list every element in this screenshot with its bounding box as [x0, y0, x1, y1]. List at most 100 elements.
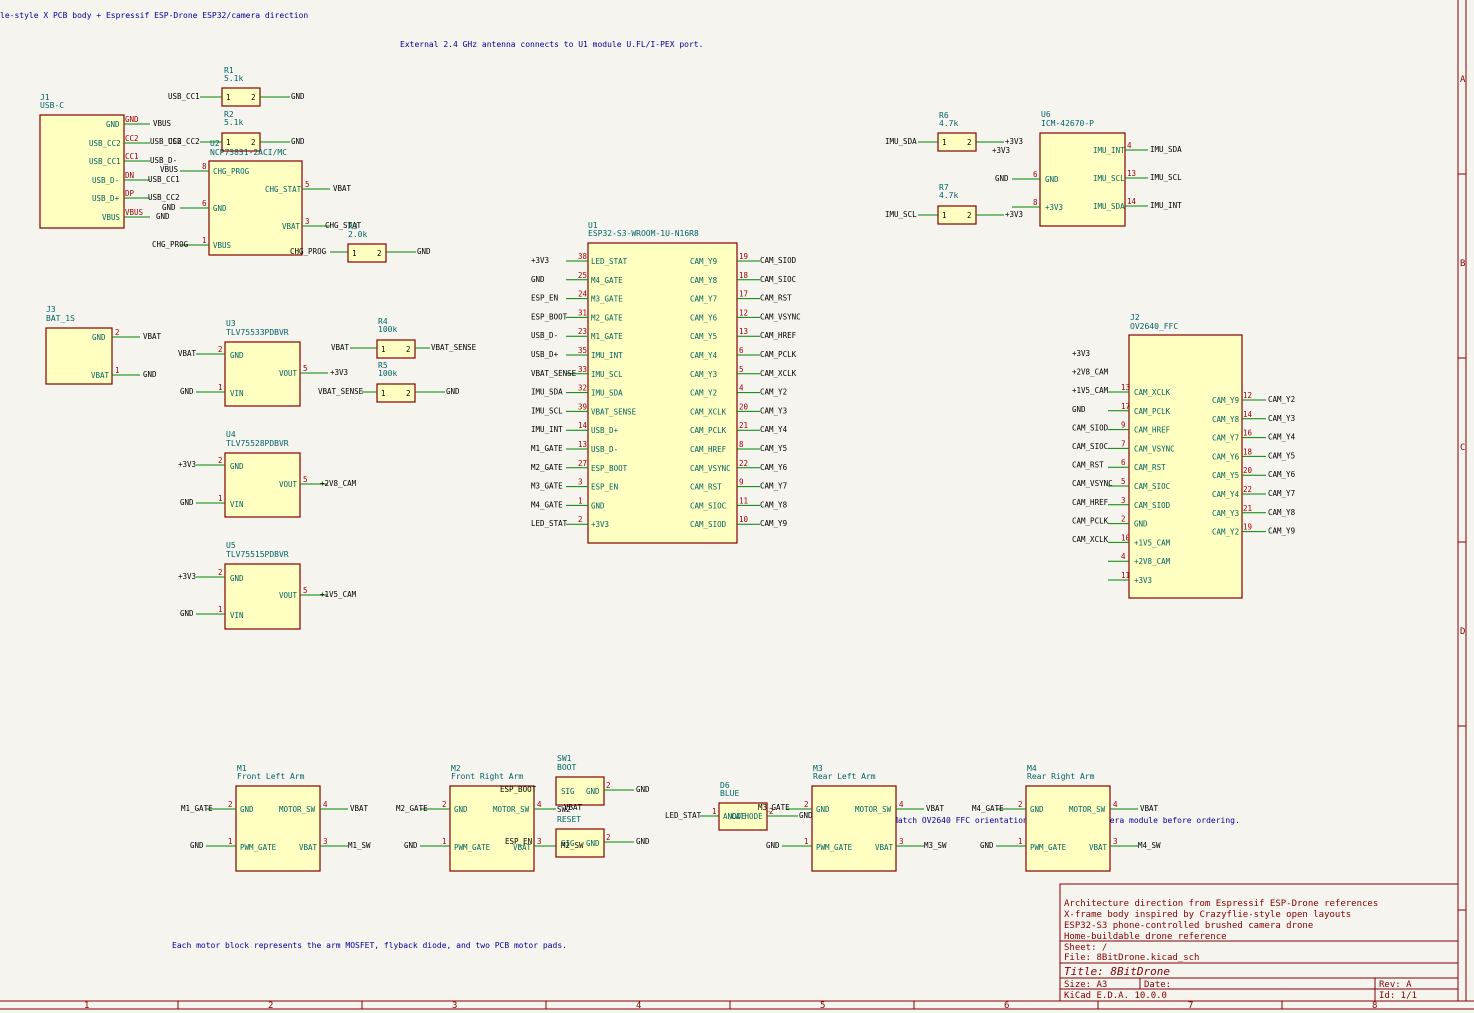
- net-label: CAM_VSYNC: [760, 312, 801, 321]
- pin-name: CAM_PCLK: [1134, 407, 1171, 416]
- resistor-r3[interactable]: R3 2.0k 1 2 CHG_PROG GND: [290, 222, 431, 263]
- connector-j1[interactable]: J1 USB-C GND USB_CC2 USB_CC1 USB_D- USB_…: [39, 93, 182, 229]
- pin-name: VBAT: [513, 843, 532, 852]
- regulator-u5[interactable]: U5 TLV75515PDBVR GND VIN 2 1 +3V3 GND VO…: [178, 541, 357, 630]
- pin-number: 1: [115, 366, 120, 375]
- net-label: CAM_HREF: [760, 331, 797, 340]
- resistor-r6[interactable]: R6 4.7k 1 2 IMU_SDA +3V3 +3V3: [885, 111, 1023, 155]
- switch-sw1-boot[interactable]: SW1 BOOT SIG GND 2 GND VBAT: [555, 754, 650, 812]
- part-body: [555, 828, 605, 858]
- regulator-u3[interactable]: U3 TLV75533PDBVR GND VIN 2 1 VBAT GND VO…: [178, 319, 348, 407]
- pin-number: 1: [228, 837, 233, 846]
- net-label: CAM_Y5: [760, 444, 787, 453]
- pin-name: IMU_SCL: [591, 370, 623, 379]
- frame-col-label: 3: [452, 1001, 457, 1011]
- pin-number: 14: [1243, 410, 1253, 419]
- pin-number: 17: [739, 290, 748, 299]
- part-body: [45, 327, 113, 385]
- pin-name: GND: [1134, 520, 1148, 529]
- part-body: [555, 776, 605, 806]
- connector-j3-battery[interactable]: J3 BAT_1S GND VBAT 2 1 VBAT GND: [45, 305, 162, 385]
- part-body: [376, 339, 416, 359]
- net-label: CAM_PCLK: [1072, 516, 1109, 525]
- net-label: M3_SW: [924, 841, 947, 850]
- pin-number: 14: [1127, 197, 1137, 206]
- pin-number: 1: [942, 211, 947, 220]
- tool-version: KiCad E.D.A. 10.0.0: [1064, 991, 1167, 1001]
- pin-number: 27: [578, 459, 587, 468]
- resistor-r7[interactable]: R7 4.7k 1 2 IMU_SCL +3V3: [885, 183, 1023, 225]
- resistor-r2[interactable]: R2 5.1k 1 2 USB_CC2 GND: [168, 110, 305, 152]
- net-label: USB_CC1: [148, 175, 180, 184]
- pin-number: 22: [739, 459, 748, 468]
- pin-name: GND: [213, 204, 227, 213]
- pin-name: M3_GATE: [591, 295, 623, 304]
- regulator-u4[interactable]: U4 TLV75528PDBVR GND VIN 2 1 +3V3 GND VO…: [178, 430, 357, 518]
- frame-row-label: A: [1460, 75, 1466, 85]
- resistor-r1[interactable]: R1 5.1k 1 2 USB_CC1 GND: [168, 66, 305, 107]
- net-label: +1V5_CAM: [1072, 386, 1109, 395]
- motor-block-m4[interactable]: M4 Rear Right Arm GND PWM_GATE MOTOR_SW …: [972, 764, 1161, 872]
- net-label: VBAT: [178, 349, 197, 358]
- connector-j2-camera[interactable]: J2 OV2640_FFC CAM_XCLK13CAM_PCLK17CAM_HR…: [1072, 313, 1296, 599]
- pin-name: CAM_Y9: [1212, 396, 1239, 405]
- sheet-id: Id: 1/1: [1379, 991, 1417, 1001]
- net-label: USB_CC2: [150, 137, 182, 146]
- ref-designator: U1: [588, 221, 598, 230]
- pin-number: 3: [899, 837, 904, 846]
- net-label: CAM_Y2: [1268, 395, 1295, 404]
- mcu-u1-esp32[interactable]: U1 ESP32-S3-WROOM-1U-N16R8 LED_STAT38+3V…: [531, 221, 801, 544]
- net-label: IMU_SDA: [531, 388, 563, 397]
- net-label: GND: [404, 841, 418, 850]
- pin-number: 2: [606, 781, 611, 790]
- net-label: +3V3: [178, 460, 196, 469]
- pin-name: IMU_INT: [1093, 146, 1125, 155]
- pin-number: 3: [1121, 496, 1126, 505]
- part-value: 5.1k: [224, 74, 243, 83]
- net-label: M1_GATE: [531, 444, 563, 453]
- title-block-line: Architecture direction from Espressif ES…: [1064, 899, 1378, 909]
- pin-number: 4: [1113, 800, 1118, 809]
- pin-name: VOUT: [279, 591, 298, 600]
- part-value: NCP73831-2ACI/MC: [210, 148, 287, 157]
- pin-name: VBAT: [299, 843, 318, 852]
- net-label: +3V3: [531, 256, 549, 265]
- motor-block-m2[interactable]: M2 Front Right Arm GND PWM_GATE MOTOR_SW…: [396, 764, 556, 872]
- motor-block-m3[interactable]: M3 Rear Left Arm GND PWM_GATE MOTOR_SW V…: [766, 764, 947, 872]
- net-label: +1V5_CAM: [320, 590, 357, 599]
- pin-number: CC1: [125, 152, 139, 161]
- part-value: Front Right Arm: [451, 772, 523, 781]
- sensor-u6-imu[interactable]: U6 ICM-42670-P GND +3V3 6 8 GND IMU_INT …: [995, 110, 1182, 227]
- net-label: GND: [766, 841, 780, 850]
- part-value: 4.7k: [939, 119, 958, 128]
- pin-name: CAM_Y5: [690, 332, 717, 341]
- ic-u2-charger[interactable]: U2 NCP73831-2ACI/MC CHG_PROG GND VBUS 8 …: [152, 139, 362, 256]
- net-label: CAM_Y5: [1268, 451, 1295, 460]
- pin-number: 13: [739, 327, 748, 336]
- part-value: OV2640_FFC: [1130, 322, 1178, 331]
- pin-number: DN: [125, 171, 134, 180]
- resistor-r4[interactable]: R4 100k 1 2 VBAT VBAT_SENSE: [331, 317, 477, 359]
- switch-sw2-reset[interactable]: SW2 RESET SIG GND 2 GND M2_SW: [555, 805, 650, 858]
- net-label: +3V3: [1005, 137, 1023, 146]
- frame-col-label: 1: [84, 1001, 89, 1011]
- pin-name: CATHODE: [731, 812, 763, 821]
- pin-name: M4_GATE: [591, 276, 623, 285]
- pin-name: GND: [240, 805, 254, 814]
- part-body: [1025, 785, 1111, 872]
- net-label: IMU_SCL: [1150, 173, 1182, 182]
- pin-name: GND: [591, 501, 605, 510]
- led-d6[interactable]: D6 BLUE ANODE CATHODE 1 2 LED_STAT GND M…: [665, 781, 813, 831]
- net-label: VBAT_SENSE: [531, 369, 577, 378]
- net-label: CAM_Y7: [1268, 489, 1295, 498]
- part-value: BAT_1S: [46, 314, 75, 323]
- resistor-r5[interactable]: R5 100k 1 2 VBAT_SENSE GND: [318, 361, 460, 403]
- pin-name: USB_D+: [92, 194, 120, 203]
- pin-number: 6: [1121, 458, 1126, 467]
- pin-name: MOTOR_SW: [855, 805, 892, 814]
- pin-name: PWM_GATE: [240, 843, 277, 852]
- net-label: LED_STAT: [665, 811, 702, 820]
- motor-block-m1[interactable]: M1 Front Left Arm GND PWM_GATE MOTOR_SW …: [181, 764, 371, 872]
- part-value: 2.0k: [348, 230, 367, 239]
